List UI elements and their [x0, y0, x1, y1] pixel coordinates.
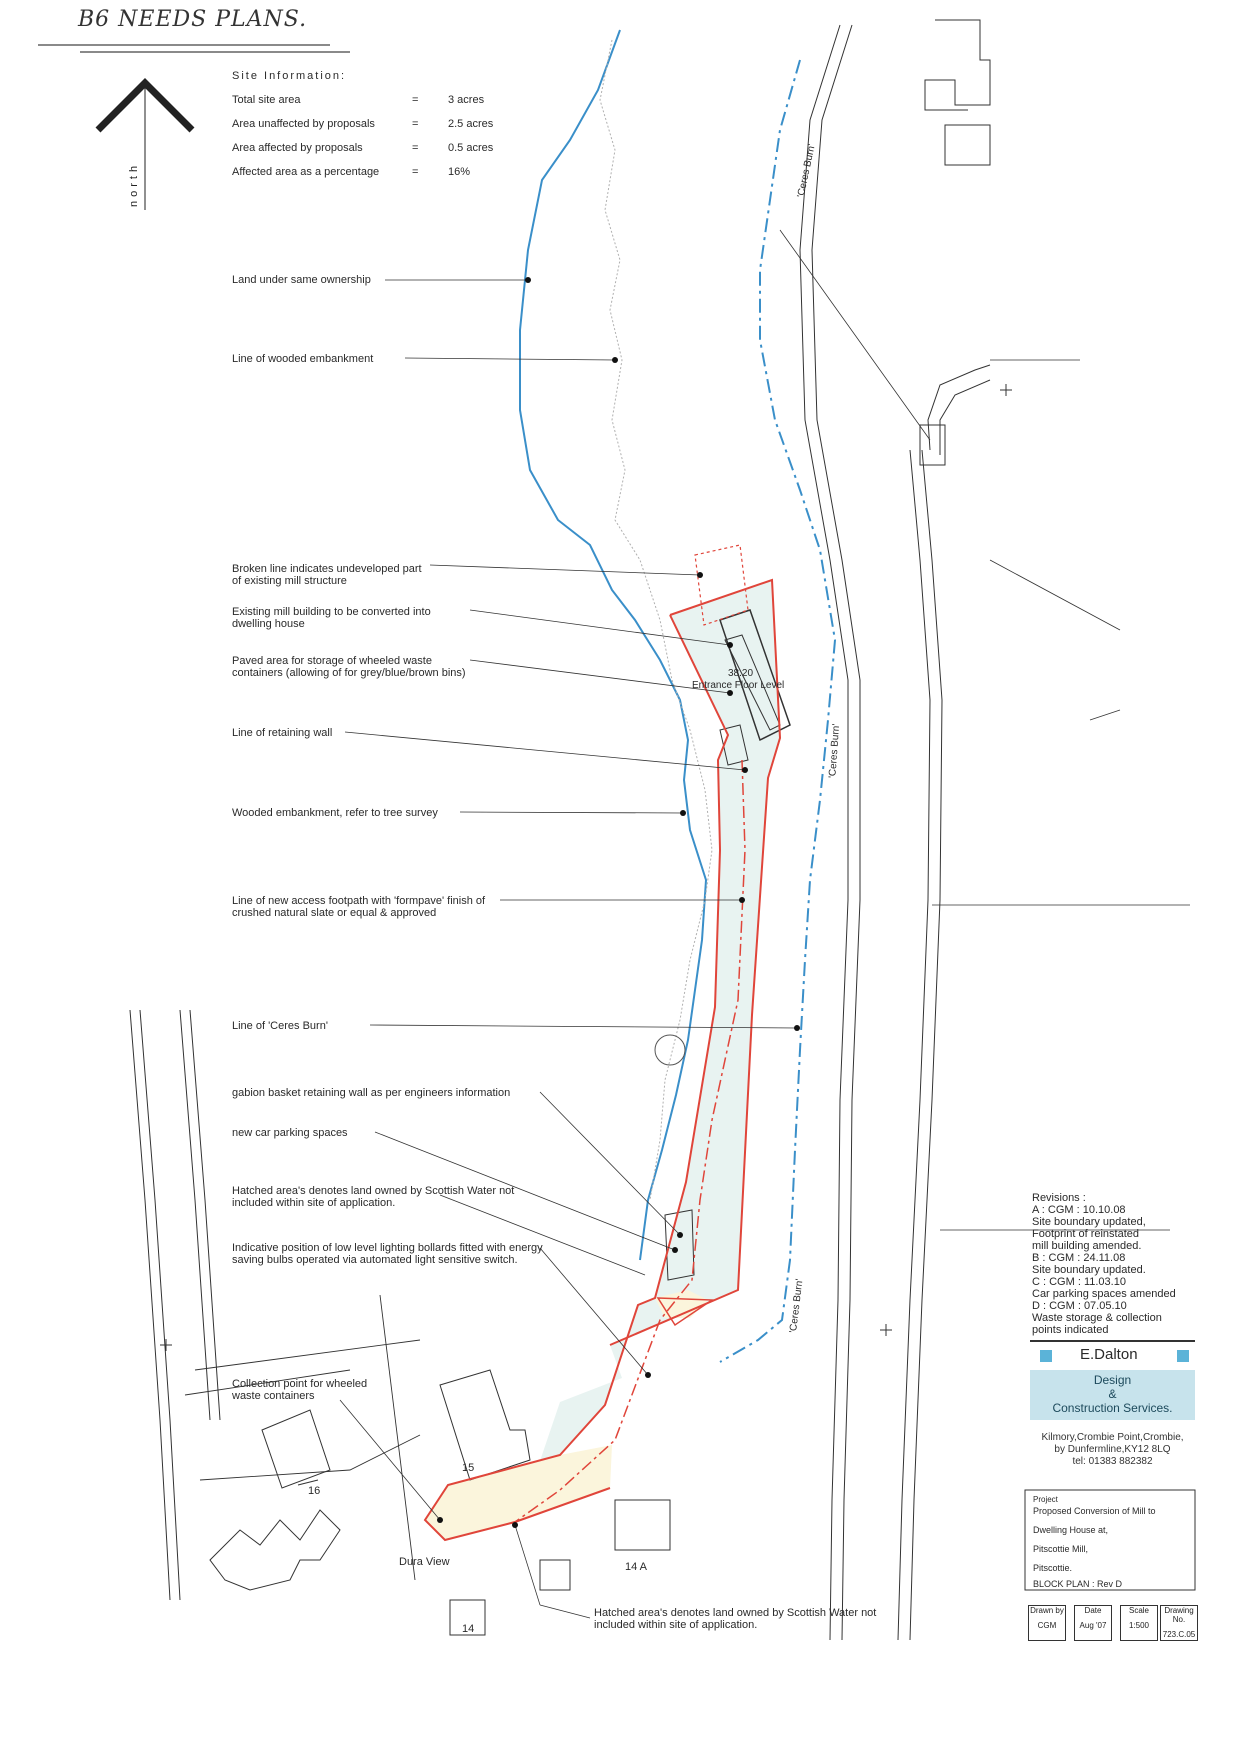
- annotation-paved-area: Paved area for storage of wheeled waste …: [232, 655, 466, 679]
- revision-line: B : CGM : 24.11.08: [1032, 1252, 1126, 1264]
- label-plot: 16: [308, 1485, 321, 1497]
- label-level-name: Entrance Floor Level: [692, 680, 785, 691]
- title-cell-value: 1:500: [1128, 1621, 1150, 1630]
- project-line: Dwelling House at,: [1033, 1525, 1109, 1535]
- revision-line: points indicated: [1032, 1324, 1109, 1336]
- annotation-retaining-wall: Line of retaining wall: [232, 727, 333, 739]
- title-cell: Date Aug '07: [1074, 1605, 1112, 1641]
- revision-line: Waste storage & collection: [1032, 1312, 1162, 1324]
- site-info-value: 2.5 acres: [448, 118, 494, 130]
- revision-line: C : CGM : 11.03.10: [1032, 1276, 1126, 1288]
- site-info-eq: =: [412, 118, 419, 130]
- annotation-collection-point: Collection point for wheeled waste conta…: [232, 1378, 368, 1402]
- site-info-value: 0.5 acres: [448, 142, 494, 154]
- north-arrow-icon: [95, 78, 195, 210]
- title-cell: Scale 1:500: [1120, 1605, 1158, 1641]
- company-line: Design: [1093, 1373, 1132, 1387]
- company-line: Construction Services.: [1052, 1401, 1173, 1415]
- annotation-scottish-water-lower: Hatched area's denotes land owned by Sco…: [594, 1607, 877, 1631]
- label-plot: 14 A: [625, 1561, 648, 1573]
- annotation-mill-building: Existing mill building to be converted i…: [232, 606, 431, 630]
- revision-line: mill building amended.: [1032, 1240, 1142, 1252]
- address-line: tel: 01383 882382: [1072, 1456, 1153, 1467]
- revision-line: Site boundary updated,: [1032, 1216, 1146, 1228]
- logo-square-icon: [1177, 1350, 1189, 1362]
- north-label: north: [128, 161, 140, 207]
- annotation-footpath: Line of new access footpath with 'formpa…: [232, 895, 486, 919]
- project-line: BLOCK PLAN : Rev D: [1033, 1579, 1123, 1589]
- annotation-gabion-wall: gabion basket retaining wall as per engi…: [232, 1087, 511, 1099]
- site-info-value: 3 acres: [448, 94, 485, 106]
- site-info-value: 16%: [448, 166, 471, 178]
- label-plot: 14: [462, 1623, 475, 1635]
- divider: [1030, 1340, 1195, 1342]
- title-cell-value: Aug '07: [1079, 1621, 1107, 1630]
- annotation-scottish-water: Hatched area's denotes land owned by Sco…: [232, 1185, 515, 1209]
- address-line: Kilmory,Crombie Point,Crombie,: [1041, 1432, 1184, 1443]
- revision-line: Site boundary updated.: [1032, 1264, 1146, 1276]
- revision-line: A : CGM : 10.10.08: [1032, 1204, 1126, 1216]
- company-name: E.Dalton: [1080, 1346, 1138, 1363]
- revisions-title: Revisions :: [1032, 1192, 1086, 1204]
- site-info-title: Site Information:: [232, 70, 347, 82]
- site-info-label: Affected area as a percentage: [232, 166, 380, 178]
- site-info-label: Total site area: [232, 94, 301, 106]
- company-line: &: [1108, 1387, 1117, 1401]
- title-cell-value: 723.C.05: [1162, 1630, 1196, 1639]
- site-info-label: Area affected by proposals: [232, 142, 363, 154]
- title-cell-label: Date: [1084, 1606, 1102, 1615]
- revision-line: D : CGM : 07.05.10: [1032, 1300, 1127, 1312]
- annotation-wooded-embankment: Wooded embankment, refer to tree survey: [232, 807, 438, 819]
- revision-line: Car parking spaces amended: [1032, 1288, 1176, 1300]
- site-info-eq: =: [412, 142, 419, 154]
- annotation-wooded-embankment-line: Line of wooded embankment: [232, 353, 374, 365]
- title-cell: Drawing No. 723.C.05: [1160, 1605, 1198, 1641]
- revision-line: Footprint of reinstated: [1032, 1228, 1140, 1240]
- annotation-lighting-bollards: Indicative position of low level lightin…: [232, 1242, 543, 1266]
- title-cell-label: Scale: [1128, 1606, 1149, 1615]
- project-line: Pitscottie.: [1033, 1563, 1073, 1573]
- site-info-eq: =: [412, 94, 419, 106]
- annotation-ceres-burn: Line of 'Ceres Burn': [232, 1020, 328, 1032]
- logo-square-icon: [1040, 1350, 1052, 1362]
- company-address: Kilmory,Crombie Point,Crombie, by Dunfer…: [1025, 1432, 1200, 1468]
- title-cell: Drawn by CGM: [1028, 1605, 1066, 1641]
- site-info-label: Area unaffected by proposals: [232, 118, 375, 130]
- title-cell-value: CGM: [1037, 1621, 1057, 1630]
- company-logo-panel: Design & Construction Services.: [1030, 1370, 1195, 1420]
- label-dura-view: Dura View: [399, 1556, 450, 1568]
- project-label: Project: [1033, 1495, 1058, 1504]
- label-plot: 15: [462, 1462, 475, 1474]
- annotation-broken-line: Broken line indicates undeveloped part o…: [232, 563, 422, 587]
- annotation-car-parking: new car parking spaces: [232, 1127, 348, 1139]
- project-line: Pitscottie Mill,: [1033, 1544, 1089, 1554]
- site-info-eq: =: [412, 166, 419, 178]
- annotation-land-ownership: Land under same ownership: [232, 274, 371, 286]
- label-level-value: 38.20: [728, 668, 754, 679]
- project-line: Proposed Conversion of Mill to: [1033, 1506, 1156, 1516]
- header-note: B6 NEEDS PLANS.: [78, 7, 308, 32]
- title-cell-label: Drawing No.: [1164, 1606, 1194, 1624]
- address-line: by Dunfermline,KY12 8LQ: [1054, 1444, 1171, 1455]
- title-cell-label: Drawn by: [1030, 1606, 1064, 1615]
